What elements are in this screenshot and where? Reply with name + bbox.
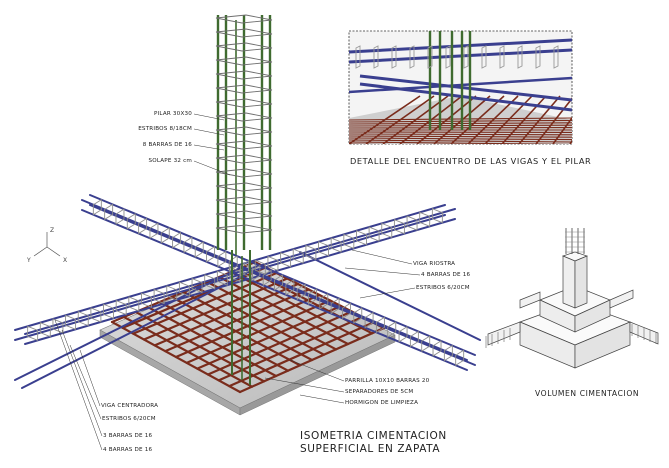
axis-x-label: X bbox=[63, 257, 68, 264]
main-title: ISOMETRIA CIMENTACION SUPERFICIAL EN ZAP… bbox=[300, 430, 447, 456]
label-barras-riostra: 4 BARRAS DE 16 bbox=[421, 272, 471, 278]
label-barras-centradora-3: 3 BARRAS DE 16 bbox=[103, 433, 153, 439]
main-title-line-1: ISOMETRIA CIMENTACION bbox=[300, 430, 447, 442]
label-solape: SOLAPE 32 cm bbox=[148, 158, 192, 164]
axis-y-label: Y bbox=[27, 257, 31, 264]
label-viga-riostra: VIGA RIOSTRA bbox=[413, 261, 456, 267]
volume-caption: VOLUMEN CIMENTACION bbox=[535, 389, 640, 398]
axis-triad bbox=[33, 232, 61, 257]
pillar-rebar-cage bbox=[215, 14, 273, 385]
main-title-line-2: SUPERFICIAL EN ZAPATA bbox=[300, 443, 441, 455]
label-estribos-centradora: ESTRIBOS 6/20CM bbox=[102, 416, 156, 422]
label-barras-pilar: 8 BARRAS DE 16 bbox=[142, 142, 192, 148]
leader-lines bbox=[54, 113, 421, 451]
label-estribos-riostra: ESTRIBOS 6/20CM bbox=[416, 285, 470, 291]
label-viga-centradora: VIGA CENTRADORA bbox=[101, 403, 159, 409]
axis-z-label: Z bbox=[50, 227, 55, 234]
label-separadores: SEPARADORES DE 5CM bbox=[345, 389, 414, 395]
label-parrilla: PARRILLA 10X10 BARRAS 20 bbox=[345, 378, 430, 384]
label-barras-centradora-4: 4 BARRAS DE 16 bbox=[103, 447, 153, 453]
detail-caption: DETALLE DEL ENCUENTRO DE LAS VIGAS Y EL … bbox=[350, 156, 592, 166]
label-pilar: PILAR 30X30 bbox=[153, 111, 192, 117]
foundation-volume-drawing bbox=[485, 228, 659, 369]
label-hormigon: HORMIGON DE LIMPIEZA bbox=[345, 400, 419, 406]
label-estribos-pilar: ESTRIBOS 8/18CM bbox=[138, 126, 192, 132]
detail-panel bbox=[348, 30, 573, 145]
